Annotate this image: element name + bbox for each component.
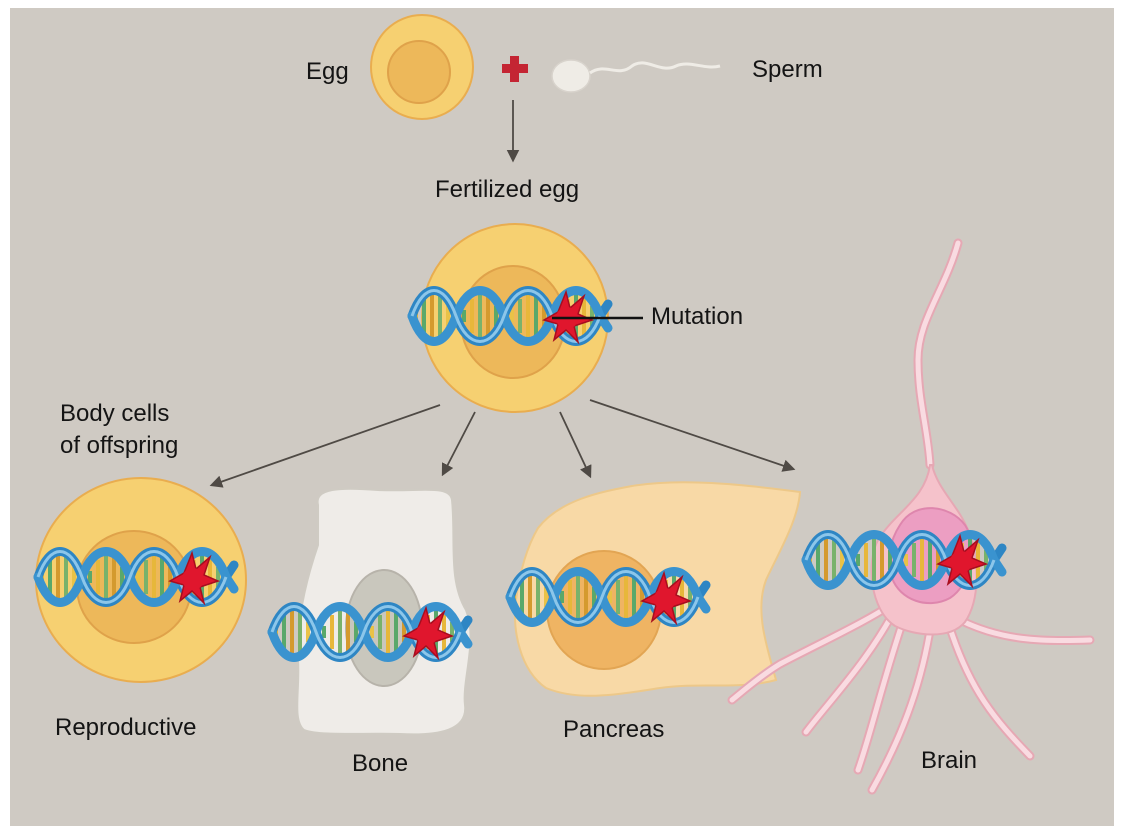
fertilized-egg-label: Fertilized egg	[435, 176, 580, 203]
body-cells-label-line2: of offspring	[60, 432, 179, 459]
plus-icon	[502, 56, 528, 82]
mutation-label: Mutation	[651, 303, 744, 330]
pancreas-label: Pancreas	[563, 716, 665, 743]
sperm-cell	[551, 59, 721, 93]
reproductive-label: Reproductive	[55, 714, 197, 741]
bone-label: Bone	[352, 750, 409, 777]
pancreas-cell	[510, 481, 802, 697]
egg-label: Egg	[306, 58, 349, 85]
fertilized-egg-cell	[412, 223, 608, 413]
brain-neuron	[727, 238, 1095, 795]
brain-label: Brain	[921, 747, 978, 774]
bone-cell	[272, 487, 471, 736]
sperm-label: Sperm	[752, 56, 823, 83]
reproductive-cell	[36, 477, 247, 683]
body-cells-label-line1: Body cells	[60, 400, 170, 427]
arrows-to-body-cells	[209, 399, 796, 488]
egg-cell	[370, 14, 474, 120]
